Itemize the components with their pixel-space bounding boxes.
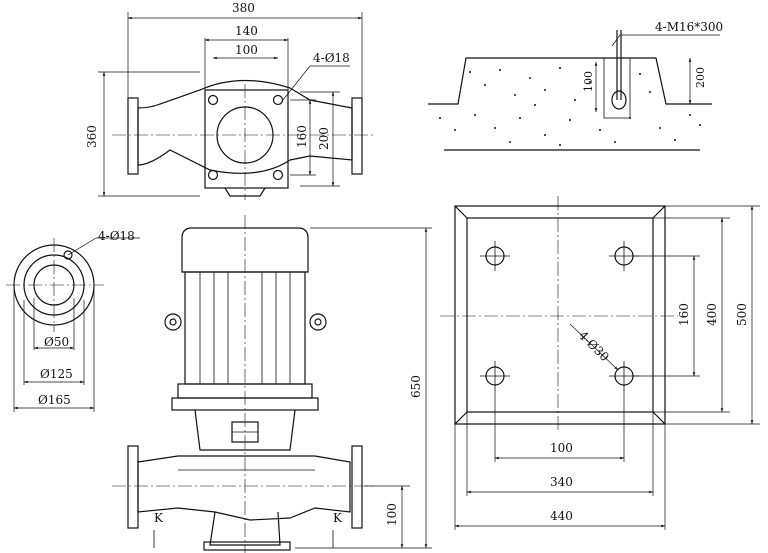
dim-650: 650 (409, 375, 423, 398)
dim-140: 140 (235, 24, 258, 38)
dim-anchor-200: 200 (694, 67, 707, 88)
dim-base-340: 340 (550, 475, 573, 489)
dim-100: 100 (235, 43, 258, 57)
section-k-right: K (333, 511, 343, 525)
dim-base-100: 100 (550, 441, 573, 455)
top-view: 380 140 100 4-Ø18 360 (85, 1, 375, 200)
flange-detail: 4-Ø18 Ø50 Ø125 Ø165 (6, 229, 140, 412)
base-plate: 4-Ø30 100 340 440 160 400 500 (440, 196, 760, 530)
anchor-detail: 4-M16*300 100 200 (428, 20, 723, 151)
anchor-bolt-label: 4-M16*300 (655, 20, 723, 34)
side-view: K K 650 100 (112, 215, 432, 553)
dim-200: 200 (317, 127, 331, 150)
dim-360: 360 (85, 125, 99, 148)
dim-base-160: 160 (677, 303, 691, 326)
dim-anchor-100: 100 (582, 71, 595, 92)
dim-d50: Ø50 (44, 335, 69, 349)
dim-d165: Ø165 (38, 393, 71, 407)
dim-380: 380 (232, 1, 255, 15)
dim-160: 160 (295, 125, 309, 148)
dim-side-100: 100 (385, 503, 399, 526)
dim-base-400: 400 (705, 303, 719, 326)
dim-d125: Ø125 (40, 367, 73, 381)
base-hole-label: 4-Ø30 (576, 328, 612, 364)
dim-base-440: 440 (550, 509, 573, 523)
flange-bolt-label: 4-Ø18 (98, 229, 135, 243)
section-k-left: K (154, 511, 164, 525)
base-holes (480, 241, 639, 391)
top-bolt-label: 4-Ø18 (313, 51, 350, 65)
dim-base-500: 500 (735, 303, 749, 326)
